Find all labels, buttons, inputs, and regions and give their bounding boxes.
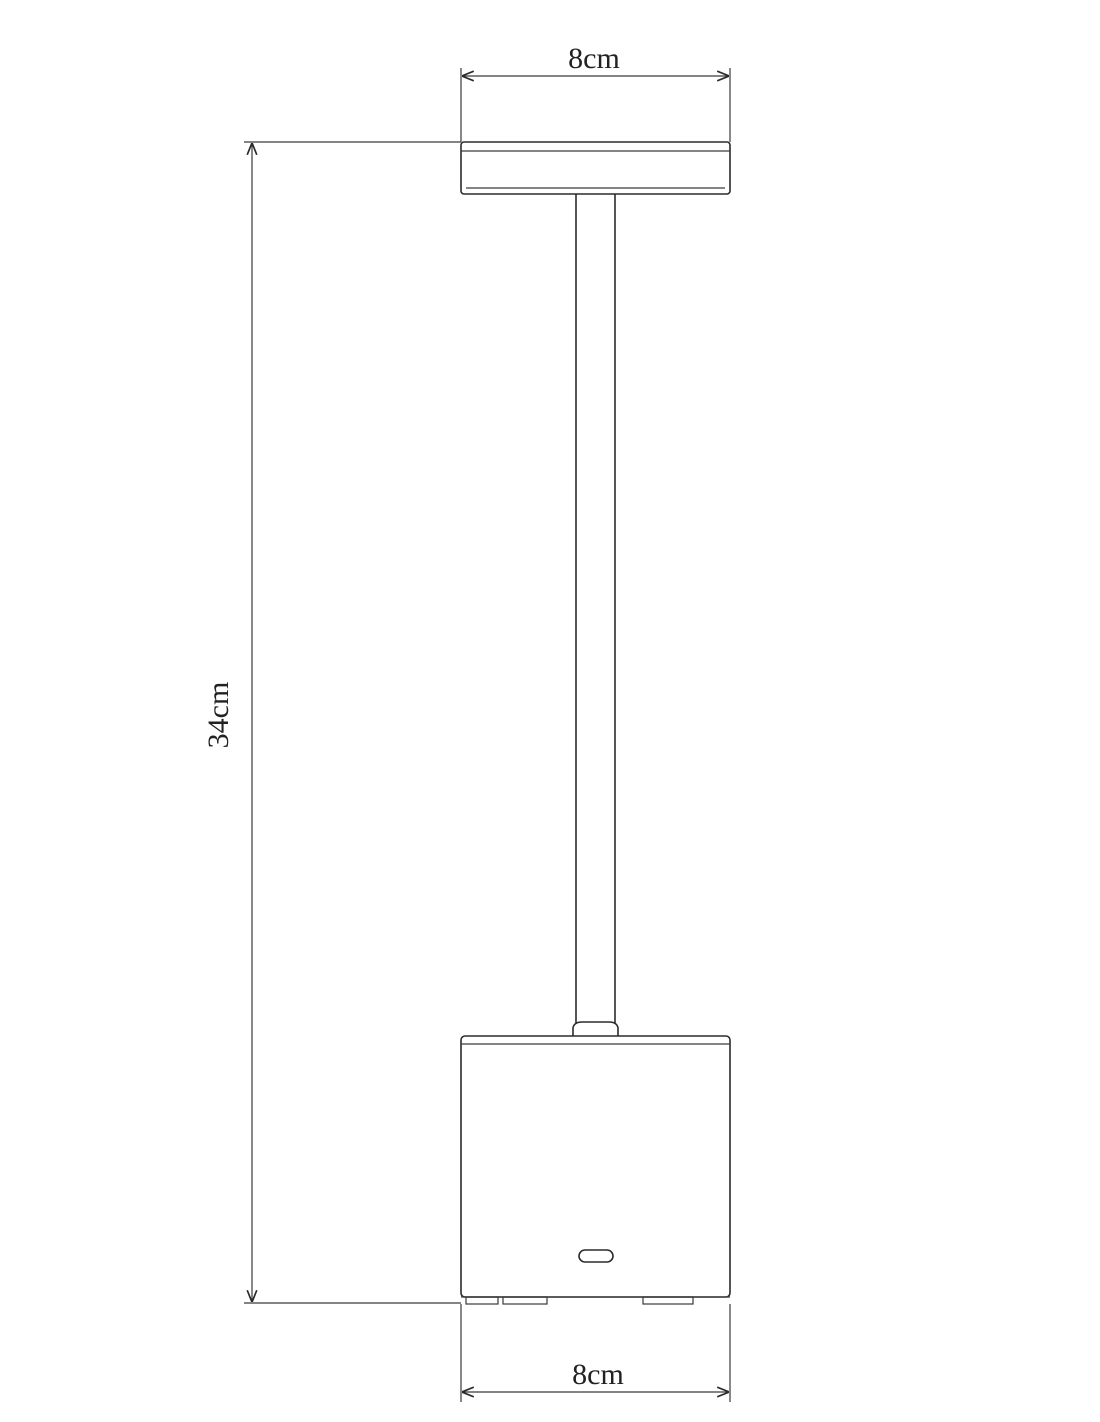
top-width-dimension: 8cm bbox=[460, 42, 731, 142]
top-width-label: 8cm bbox=[568, 42, 620, 75]
foot-3 bbox=[642, 1296, 694, 1305]
lamp-head bbox=[460, 141, 731, 195]
lamp-head-body bbox=[460, 141, 731, 195]
base bbox=[460, 1035, 731, 1298]
base-body bbox=[460, 1035, 731, 1298]
foot-1 bbox=[465, 1296, 499, 1305]
height-label: 34cm bbox=[202, 682, 235, 749]
feet bbox=[465, 1296, 694, 1305]
height-dimension: 34cm bbox=[202, 141, 461, 1304]
base-width-dimension: 8cm bbox=[460, 1304, 731, 1402]
stem-collar bbox=[572, 1021, 619, 1036]
usb-c-port bbox=[578, 1249, 614, 1263]
stem bbox=[572, 194, 619, 1036]
foot-2 bbox=[502, 1296, 548, 1305]
base-width-label: 8cm bbox=[572, 1358, 624, 1391]
